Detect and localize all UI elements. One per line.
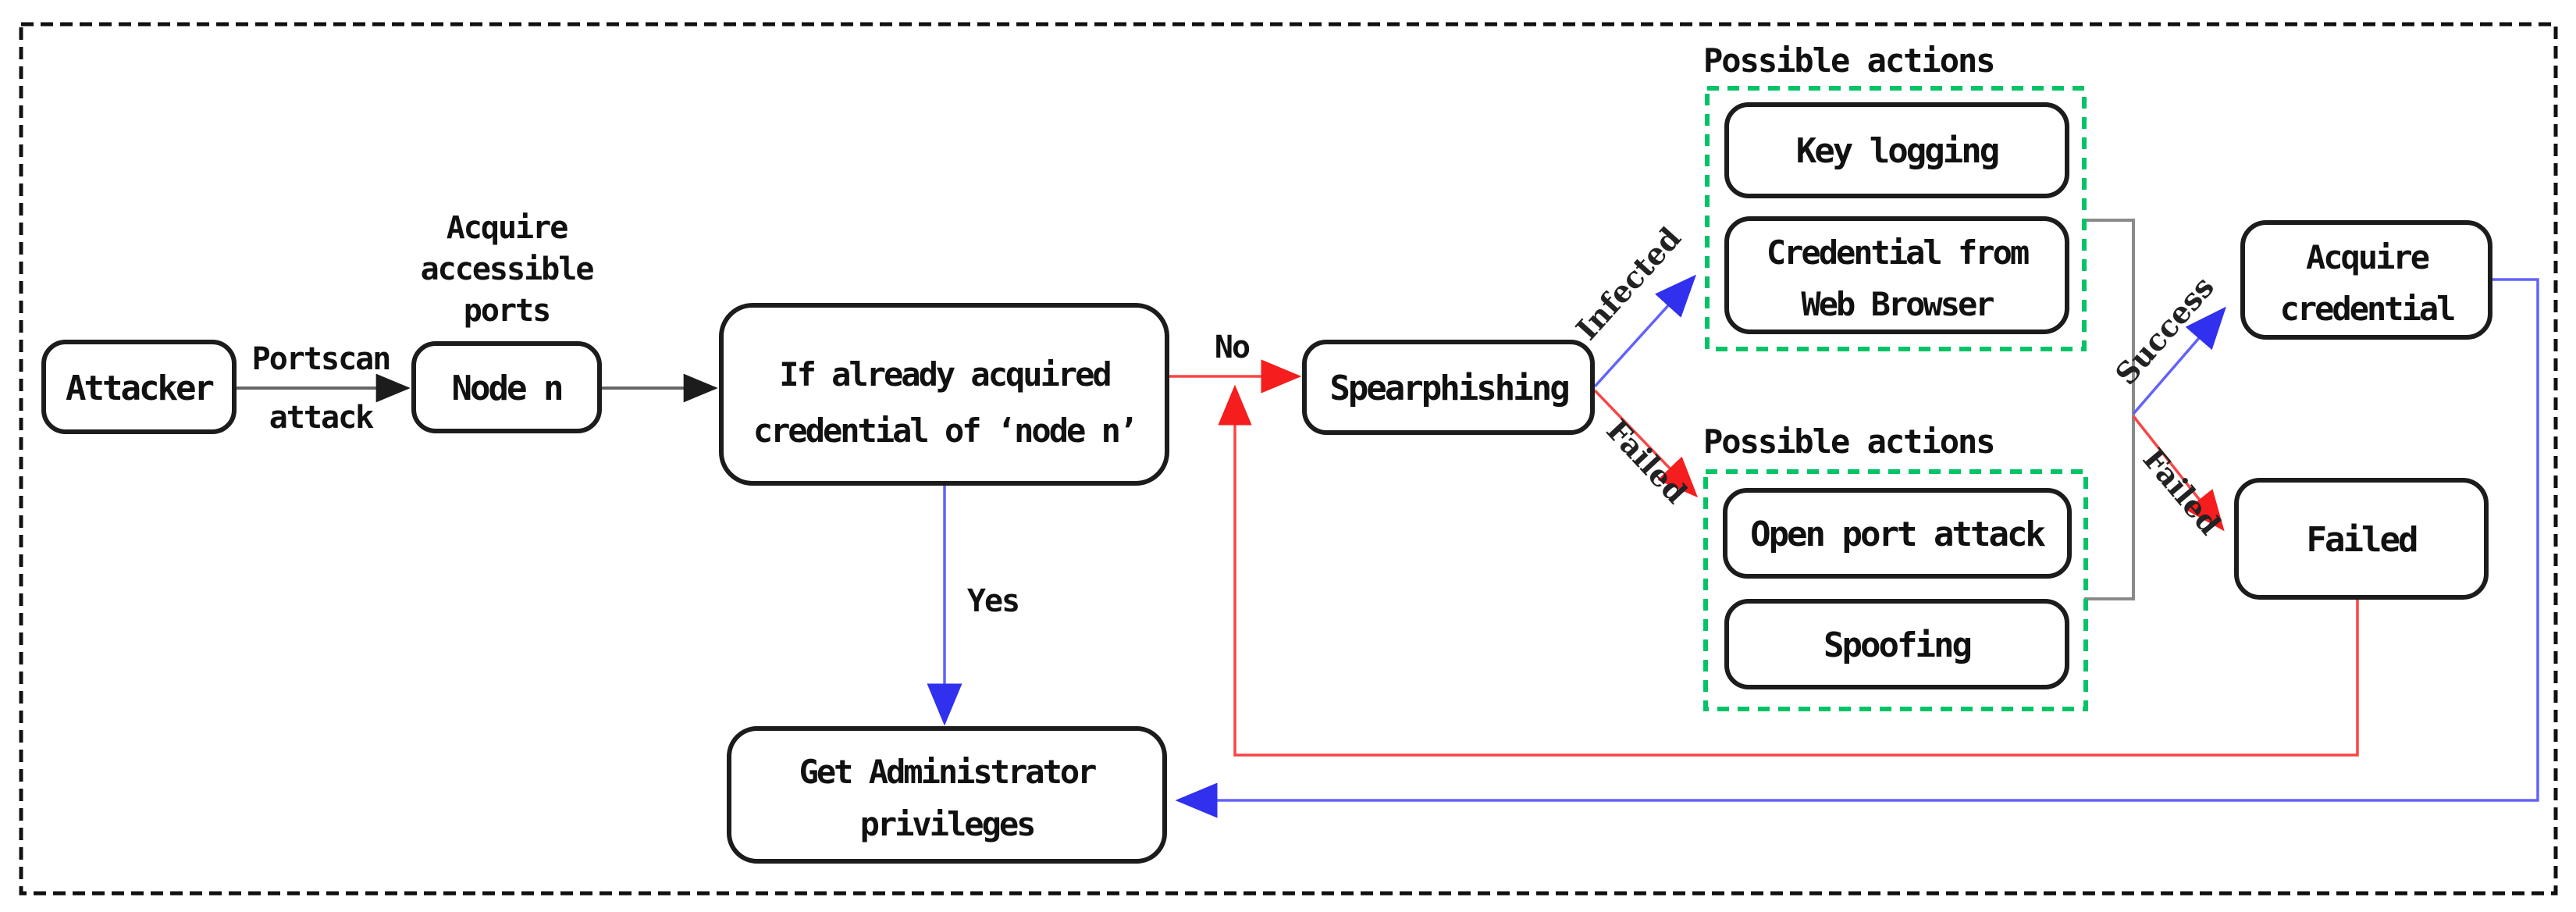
edge-label-ports: ports [464,293,550,329]
outer-dashed-border [19,22,2558,896]
node-get-administrator-privileges-line1: Get Administrator [799,753,1097,791]
group-failed-actions-label: Possible actions [1703,422,1994,461]
node-failed-label: Failed [2307,520,2417,560]
node-credential-check-line2: credential of ‘node n’ [753,411,1136,450]
edge-label-no: No [1215,330,1250,365]
node-spearphishing: Spearphishing [1302,340,1595,435]
node-node-n-box [411,341,602,433]
node-failed: Failed [2234,478,2489,600]
node-credential-check-box [719,303,1169,486]
node-acquire-credential-box [2240,220,2492,340]
node-acquire-credential-line1: Acquire [2306,238,2429,276]
node-credential-from-web-browser-box [1724,216,2069,334]
group-infected-actions [1705,86,2087,351]
edge-failed-retry-loop [1218,384,2359,757]
edge-label-spearphishing-failed: Failed [1599,412,1694,510]
node-credential-check: If already acquired credential of ‘node … [719,303,1169,486]
node-open-port-attack: Open port attack [1723,488,2072,579]
node-acquire-credential-line2: credential [2280,290,2455,328]
edge-label-yes: Yes [967,583,1019,619]
node-failed-box [2234,478,2489,600]
node-credential-from-web-browser: Credential from Web Browser [1724,216,2069,334]
node-open-port-attack-label: Open port attack [1750,515,2045,554]
node-credential-from-web-browser-line1: Credential from [1767,233,2029,272]
node-attacker-label: Attacker [66,369,213,408]
edge-label-portscan: Portscan [252,341,390,377]
edge-label-infected: Infected [1569,220,1688,347]
node-spoofing: Spoofing [1724,599,2069,689]
edge-label-actions-failed: Failed [2137,441,2228,541]
edge-infected-to-actions [1593,274,1697,388]
node-node-n-label: Node n [452,369,562,408]
edge-label-attack: attack [269,400,374,436]
node-credential-check-line1: If already acquired [779,355,1110,394]
node-credential-from-web-browser-line2: Web Browser [1801,285,1994,323]
node-node-n: Node n [411,341,602,433]
node-attacker: Attacker [41,340,237,434]
edge-acquire-credential-to-get-admin [1175,278,2539,818]
edge-failed-to-failed-box [2132,415,2225,532]
node-attacker-box [41,340,237,434]
node-acquire-credential: Acquire credential [2240,220,2492,340]
edge-label-acquire: Acquire [447,210,568,246]
node-get-administrator-privileges: Get Administrator privileges [727,726,1167,864]
bracket-actions-join [2084,219,2135,600]
group-failed-actions [1703,469,2088,711]
node-key-logging-box [1724,102,2069,198]
node-spoofing-label: Spoofing [1823,625,1970,665]
node-spoofing-box [1724,599,2069,689]
group-infected-actions-label: Possible actions [1703,41,1994,80]
node-get-administrator-privileges-box [727,726,1167,864]
node-get-administrator-privileges-line2: privileges [860,805,1034,843]
edge-success-to-acquire-credential [2132,306,2226,415]
node-key-logging-label: Key logging [1796,131,1998,171]
node-spearphishing-label: Spearphishing [1329,369,1568,408]
node-key-logging: Key logging [1724,102,2069,198]
node-open-port-attack-box [1723,488,2072,579]
node-spearphishing-box [1302,340,1595,435]
edge-label-accessible: accessible [421,251,594,287]
edge-failed-to-actions [1593,389,1699,498]
